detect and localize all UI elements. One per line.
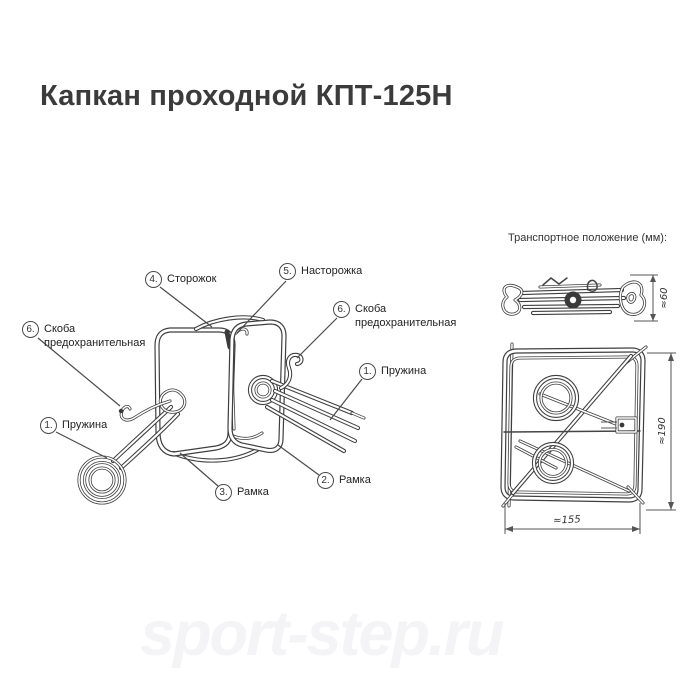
trap-front-frame <box>227 319 287 454</box>
callout-ramka-front: 2. Рамка <box>317 472 371 489</box>
transport-side-view-drawing: ≈60 <box>501 274 670 322</box>
side-view-hook <box>586 279 598 292</box>
callout-label: Сторожок <box>167 273 217 285</box>
trap-right-spring <box>247 374 366 454</box>
dim-label-190: ≈190 <box>657 417 668 444</box>
front-view-frame <box>500 342 648 508</box>
trap-top-bar <box>193 315 266 332</box>
transport-position-heading: Транспортное положение (мм): <box>508 232 668 244</box>
watermark: sport-step.ru <box>140 599 505 669</box>
page-title: Капкан проходной КПТ-125Н <box>40 80 453 112</box>
callout-label: Рамка <box>237 486 269 498</box>
callout-ramka-rear: 3. Рамка <box>215 484 269 501</box>
side-view-height-dimension: ≈60 <box>630 274 670 322</box>
callout-label: Пружина <box>381 365 427 377</box>
callout-label: Насторожка <box>301 265 363 277</box>
trap-bottom-bar <box>170 431 264 463</box>
callout-number: 2. <box>317 472 334 489</box>
dim-label-155: ≈155 <box>553 514 581 526</box>
callout-label: Пружина <box>62 419 108 431</box>
side-view-latch <box>542 277 568 286</box>
main-trap-drawing <box>77 315 366 505</box>
front-view-diagonals <box>503 353 641 496</box>
callout-label-line1: Скоба <box>44 323 76 335</box>
callout-number: 6. <box>22 321 39 338</box>
side-view-pivot <box>564 291 582 309</box>
callout-number: 3. <box>215 484 232 501</box>
side-view-right-spring-loop <box>618 280 647 316</box>
callout-label: Рамка <box>339 474 371 486</box>
callout-number: 6. <box>333 301 350 318</box>
dim-label-60: ≈60 <box>659 287 670 308</box>
callout-leader-lines <box>37 280 363 487</box>
callout-label-line2: предохранительная <box>355 316 457 329</box>
callout-label-line2: предохранительная <box>44 336 146 349</box>
callout-number: 4. <box>145 271 162 288</box>
front-view-clasp <box>601 416 638 434</box>
trap-right-safety-hook <box>278 352 304 391</box>
callout-pruzhina-right: 1. Пружина <box>359 363 426 380</box>
callout-number: 5. <box>279 263 296 280</box>
front-view-height-dimension: ≈190 <box>646 352 676 511</box>
callout-number: 1. <box>359 363 376 380</box>
side-view-left-spring-loop <box>501 283 524 316</box>
front-view-spring-coils <box>531 374 580 485</box>
trap-left-spring <box>77 388 187 505</box>
transport-front-view-drawing: ≈190 ≈155 <box>500 342 676 534</box>
callout-storozhok: 4. Сторожок <box>145 271 216 288</box>
callout-nastorozhka: 5. Насторожка <box>279 263 362 280</box>
front-view-width-dimension: ≈155 <box>504 503 641 534</box>
callout-pruzhina-left: 1. Пружина <box>40 417 107 434</box>
callout-number: 1. <box>40 417 57 434</box>
trap-left-safety-hook <box>118 399 172 422</box>
callout-label-line1: Скоба <box>355 303 387 315</box>
